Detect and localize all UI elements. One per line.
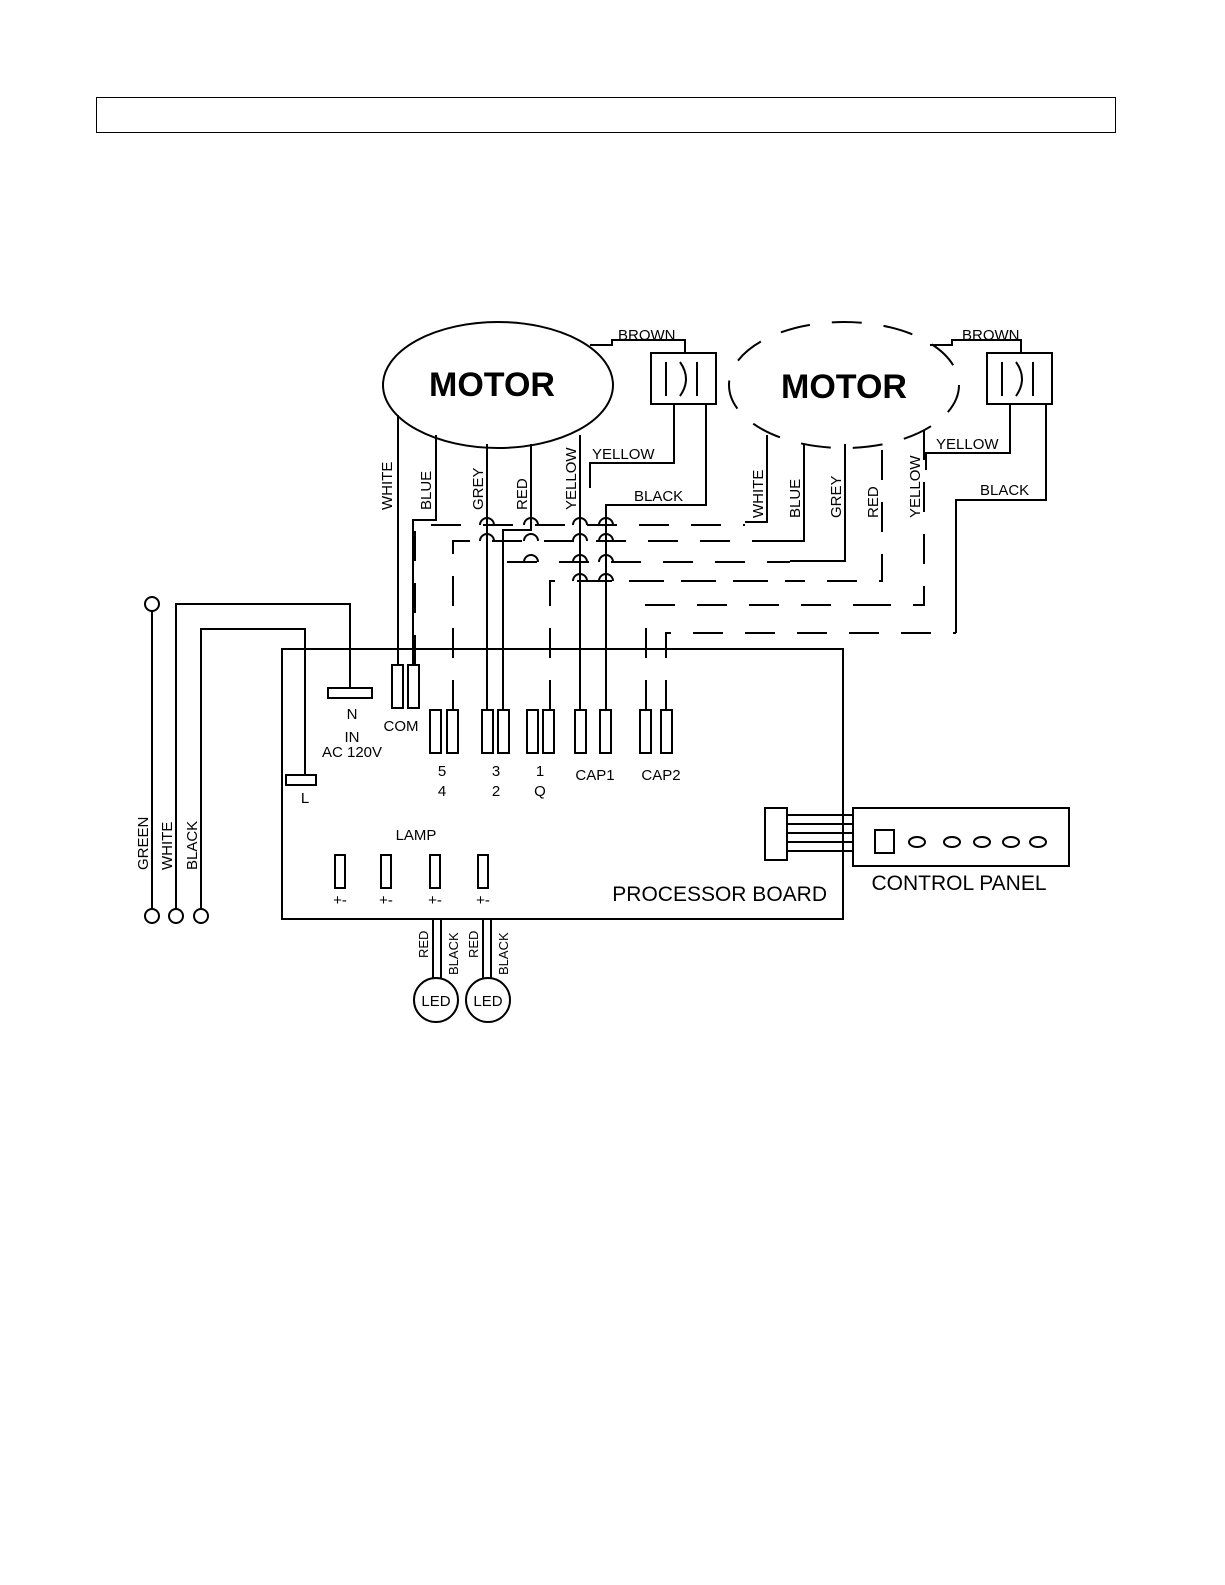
green-wire-label: GREEN bbox=[135, 817, 152, 870]
lamp-polarity-3: +- bbox=[428, 892, 442, 909]
grey-label-right: GREY bbox=[828, 475, 845, 518]
led2-black-label: BLACK bbox=[496, 932, 511, 975]
l-terminal bbox=[286, 775, 316, 785]
terminal-3-label: 3 bbox=[492, 763, 500, 780]
black-wire-label: BLACK bbox=[184, 821, 201, 870]
terminal-4 bbox=[447, 710, 458, 753]
terminal-q-label: Q bbox=[534, 783, 546, 800]
com-terminal-2 bbox=[408, 665, 419, 708]
control-panel-display bbox=[875, 830, 894, 853]
n-label: N bbox=[347, 706, 358, 723]
black-label-left: BLACK bbox=[634, 488, 683, 505]
cap1-terminal-b bbox=[600, 710, 611, 753]
terminal-1 bbox=[527, 710, 538, 753]
l-label: L bbox=[301, 790, 309, 807]
lamp-polarity-4: +- bbox=[476, 892, 490, 909]
led2-red-label: RED bbox=[466, 931, 481, 958]
wire-crossovers bbox=[480, 518, 613, 581]
white-label-left: WHITE bbox=[379, 462, 396, 510]
terminal-2 bbox=[498, 710, 509, 753]
brown-label-left: BROWN bbox=[618, 327, 676, 344]
terminal-4-label: 4 bbox=[438, 783, 446, 800]
blue-lead-left bbox=[413, 435, 436, 665]
black-label-right: BLACK bbox=[980, 482, 1029, 499]
yellow-label-left: YELLOW bbox=[563, 447, 580, 510]
terminal-5 bbox=[430, 710, 441, 753]
red-label-left: RED bbox=[514, 478, 531, 510]
blue-label-left: BLUE bbox=[418, 471, 435, 510]
motor-right: MOTOR bbox=[729, 322, 959, 448]
led-1-label: LED bbox=[421, 993, 450, 1010]
led-2-label: LED bbox=[473, 993, 502, 1010]
led1-black-label: BLACK bbox=[446, 932, 461, 975]
terminal-5-label: 5 bbox=[438, 763, 446, 780]
lamp-terminal-1 bbox=[335, 855, 345, 888]
red-label-right: RED bbox=[865, 486, 882, 518]
processor-board-label: PROCESSOR BOARD bbox=[612, 883, 827, 906]
lamp-polarity-1: +- bbox=[333, 892, 347, 909]
yellow-label-right: YELLOW bbox=[936, 436, 999, 453]
lamp-terminal-2 bbox=[381, 855, 391, 888]
motor-left: MOTOR bbox=[383, 322, 613, 448]
terminal-q bbox=[543, 710, 554, 753]
lamp-polarity-2: +- bbox=[379, 892, 393, 909]
led1-red-label: RED bbox=[416, 931, 431, 958]
capacitor-right bbox=[987, 353, 1052, 404]
terminal-2-label: 2 bbox=[492, 783, 500, 800]
capacitor-left bbox=[651, 353, 716, 404]
lamp-terminal-3 bbox=[430, 855, 440, 888]
voltage-label: AC 120V bbox=[322, 744, 382, 761]
yellow-label-left: YELLOW bbox=[592, 446, 655, 463]
blue-label-right: BLUE bbox=[787, 479, 804, 518]
lamp-terminal-4 bbox=[478, 855, 488, 888]
cap1-terminal-a bbox=[575, 710, 586, 753]
led-leads bbox=[433, 919, 491, 978]
yellow-label-right: YELLOW bbox=[907, 455, 924, 518]
white-label-right: WHITE bbox=[750, 470, 767, 518]
terminal-3 bbox=[482, 710, 493, 753]
white-wire-label: WHITE bbox=[159, 822, 176, 870]
com-terminal-1 bbox=[392, 665, 403, 708]
control-panel-label: CONTROL PANEL bbox=[871, 872, 1046, 895]
cap2-terminal-b bbox=[661, 710, 672, 753]
n-terminal bbox=[328, 688, 372, 698]
brown-label-right: BROWN bbox=[962, 327, 1020, 344]
cap2-label: CAP2 bbox=[641, 767, 680, 784]
grey-label-left: GREY bbox=[470, 467, 487, 510]
motor-right-label: MOTOR bbox=[781, 368, 907, 406]
lamp-label: LAMP bbox=[396, 827, 437, 844]
terminal-1-label: 1 bbox=[536, 763, 544, 780]
cap2-terminal-a bbox=[640, 710, 651, 753]
cap1-label: CAP1 bbox=[575, 767, 614, 784]
motor-left-label: MOTOR bbox=[429, 366, 555, 404]
control-panel bbox=[765, 808, 1069, 866]
power-input bbox=[145, 597, 350, 923]
com-label: COM bbox=[384, 718, 419, 735]
second-motor-bus bbox=[415, 525, 956, 710]
